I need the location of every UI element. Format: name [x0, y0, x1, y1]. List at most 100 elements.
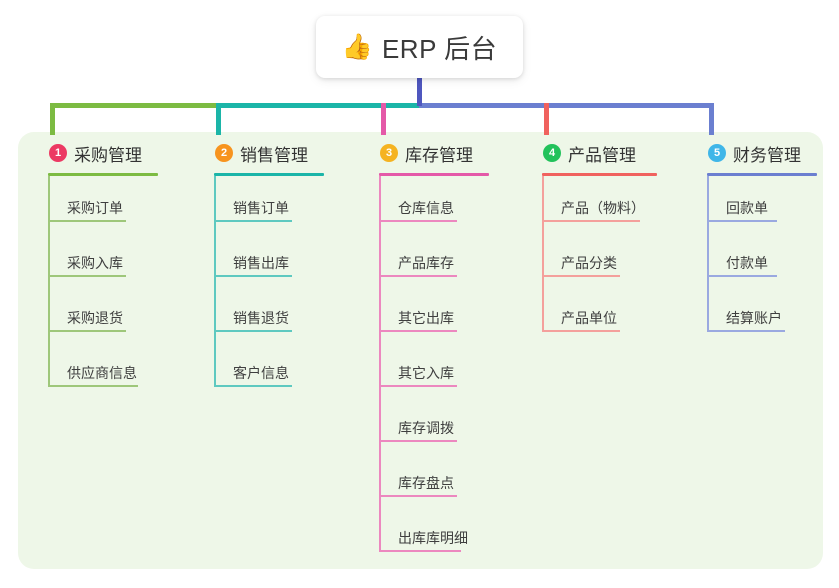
branch-badge-1: 1 — [49, 144, 67, 162]
leaf-label: 产品（物料） — [561, 200, 645, 216]
leaf-underline — [48, 275, 126, 277]
leaf-node[interactable]: 产品分类 — [531, 231, 657, 286]
root-stem-connector — [417, 78, 422, 106]
leaf-node[interactable]: 销售出库 — [203, 231, 324, 286]
branch-header-2[interactable]: 2 销售管理 — [203, 140, 324, 166]
thumbs-up-icon: 👍 — [341, 32, 373, 61]
leaf-label: 采购退货 — [67, 310, 123, 326]
leaf-node[interactable]: 出库库明细 — [368, 506, 489, 561]
branch-underline-5 — [707, 173, 817, 176]
leaf-node[interactable]: 销售退货 — [203, 286, 324, 341]
leaf-underline — [48, 385, 138, 387]
leaf-node[interactable]: 其它入库 — [368, 341, 489, 396]
leaf-underline — [542, 330, 620, 332]
leaf-underline — [379, 495, 457, 497]
branch-column-5: 5 财务管理回款单付款单结算账户 — [696, 140, 817, 341]
branch-spine-2 — [214, 176, 216, 387]
branch-items-1: 采购订单采购入库采购退货供应商信息 — [37, 176, 158, 396]
leaf-node[interactable]: 供应商信息 — [37, 341, 158, 396]
branch-spine-1 — [48, 176, 50, 387]
leaf-node[interactable]: 采购退货 — [37, 286, 158, 341]
branch-underline-3 — [379, 173, 489, 176]
leaf-node[interactable]: 采购入库 — [37, 231, 158, 286]
branch-drop-2 — [216, 103, 221, 135]
leaf-underline — [214, 275, 292, 277]
leaf-node[interactable]: 产品单位 — [531, 286, 657, 341]
branch-badge-3: 3 — [380, 144, 398, 162]
branch-header-3[interactable]: 3 库存管理 — [368, 140, 489, 166]
leaf-label: 付款单 — [726, 255, 768, 271]
leaf-node[interactable]: 产品库存 — [368, 231, 489, 286]
branch-items-2: 销售订单销售出库销售退货客户信息 — [203, 176, 324, 396]
branch-items-3: 仓库信息产品库存其它出库其它入库库存调拨库存盘点出库库明细 — [368, 176, 489, 561]
branch-title-2: 销售管理 — [240, 145, 308, 165]
leaf-node[interactable]: 库存调拨 — [368, 396, 489, 451]
leaf-label: 产品单位 — [561, 310, 617, 326]
leaf-underline — [379, 275, 457, 277]
branch-underline-2 — [214, 173, 324, 176]
leaf-label: 仓库信息 — [398, 200, 454, 216]
leaf-underline — [214, 330, 292, 332]
leaf-label: 销售退货 — [233, 310, 289, 326]
leaf-node[interactable]: 其它出库 — [368, 286, 489, 341]
branch-title-1: 采购管理 — [74, 145, 142, 165]
branch-column-4: 4 产品管理产品（物料） 产品分类产品单位 — [531, 140, 657, 341]
leaf-node[interactable]: 库存盘点 — [368, 451, 489, 506]
branch-underline-1 — [48, 173, 158, 176]
leaf-node[interactable]: 回款单 — [696, 176, 817, 231]
leaf-node[interactable]: 产品（物料） — [531, 176, 657, 231]
branch-spine-3 — [379, 176, 381, 552]
leaf-underline — [379, 330, 457, 332]
branch-column-3: 3 库存管理仓库信息产品库存其它出库其它入库库存调拨库存盘点出库库明细 — [368, 140, 489, 561]
leaf-node[interactable]: 结算账户 — [696, 286, 817, 341]
branch-drop-5 — [709, 103, 714, 135]
leaf-underline — [214, 220, 292, 222]
leaf-node[interactable]: 采购订单 — [37, 176, 158, 231]
branch-badge-4: 4 — [543, 144, 561, 162]
leaf-node[interactable]: 仓库信息 — [368, 176, 489, 231]
branch-title-3: 库存管理 — [405, 145, 473, 165]
branch-title-5: 财务管理 — [733, 145, 801, 165]
leaf-underline — [542, 275, 620, 277]
leaf-underline — [379, 440, 457, 442]
leaf-node[interactable]: 客户信息 — [203, 341, 324, 396]
bus-segment-3 — [419, 103, 714, 108]
branch-column-1: 1 采购管理采购订单采购入库采购退货供应商信息 — [37, 140, 158, 396]
branch-header-5[interactable]: 5 财务管理 — [696, 140, 817, 166]
leaf-label: 采购入库 — [67, 255, 123, 271]
leaf-underline — [48, 330, 126, 332]
leaf-label: 其它出库 — [398, 310, 454, 326]
leaf-label: 出库库明细 — [398, 530, 468, 546]
branch-header-1[interactable]: 1 采购管理 — [37, 140, 158, 166]
bus-segment-1 — [50, 103, 221, 108]
leaf-underline — [379, 220, 457, 222]
leaf-underline — [379, 550, 461, 552]
leaf-label: 销售订单 — [233, 200, 289, 216]
root-node-label: ERP 后台 — [381, 33, 498, 64]
leaf-label: 采购订单 — [67, 200, 123, 216]
branch-drop-1 — [50, 103, 55, 135]
branch-column-2: 2 销售管理销售订单销售出库销售退货客户信息 — [203, 140, 324, 396]
branch-spine-5 — [707, 176, 709, 332]
leaf-node[interactable]: 付款单 — [696, 231, 817, 286]
bus-segment-2 — [216, 103, 424, 108]
leaf-node[interactable]: 销售订单 — [203, 176, 324, 231]
leaf-label: 供应商信息 — [67, 365, 137, 381]
leaf-underline — [379, 385, 457, 387]
leaf-label: 其它入库 — [398, 365, 454, 381]
branch-header-4[interactable]: 4 产品管理 — [531, 140, 657, 166]
branch-items-5: 回款单付款单结算账户 — [696, 176, 817, 341]
leaf-underline — [707, 220, 777, 222]
branch-title-4: 产品管理 — [568, 145, 636, 165]
branch-underline-4 — [542, 173, 657, 176]
leaf-label: 结算账户 — [726, 310, 782, 326]
leaf-label: 产品库存 — [398, 255, 454, 271]
root-node-erp-backend[interactable]: 👍 ERP 后台 — [316, 16, 523, 78]
leaf-underline — [214, 385, 292, 387]
leaf-underline — [707, 330, 785, 332]
branch-badge-5: 5 — [708, 144, 726, 162]
branch-spine-4 — [542, 176, 544, 332]
leaf-label: 销售出库 — [233, 255, 289, 271]
branch-badge-2: 2 — [215, 144, 233, 162]
